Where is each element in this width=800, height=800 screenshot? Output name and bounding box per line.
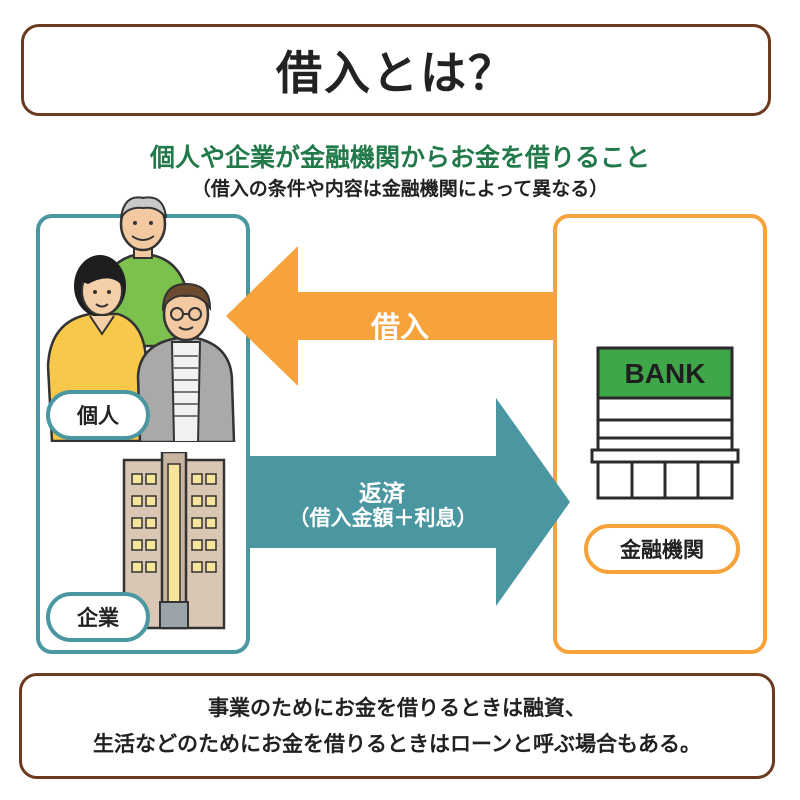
repay-arrow — [248, 398, 570, 606]
definition-note: （借入の条件や内容は金融機関によって異なる） — [191, 178, 609, 200]
young-man-figure — [136, 282, 236, 442]
people-illustration — [46, 196, 236, 442]
title-box: 借入とは？ — [21, 24, 771, 116]
woman-figure — [46, 255, 148, 442]
footer-line-2: 生活などのためにお金を借りるときはローンと呼ぶ場合もある。 — [93, 732, 701, 756]
office-building-illustration — [122, 452, 226, 630]
repay-arrow-detail: （借入金額＋利息） — [288, 506, 478, 530]
borrow-arrow — [226, 246, 554, 386]
page-title: 借入とは？ — [276, 46, 516, 100]
bank-sign-text: BANK — [625, 358, 706, 389]
company-label: 企業 — [46, 592, 150, 642]
footer-note-box: 事業のためにお金を借りるときは融資、 生活などのためにお金を借りるときはローンと… — [19, 673, 775, 779]
individual-label: 個人 — [46, 390, 150, 440]
footer-line-1: 事業のためにお金を借りるときは融資、 — [208, 696, 586, 720]
bank-building-illustration: BANK — [590, 346, 740, 500]
repay-arrow-label: 返済 — [359, 481, 405, 507]
definition-text: 個人や企業が金融機関からお金を借りること — [149, 143, 650, 172]
borrow-arrow-label: 借入 — [370, 310, 429, 344]
financial-institution-label: 金融機関 — [584, 524, 740, 574]
